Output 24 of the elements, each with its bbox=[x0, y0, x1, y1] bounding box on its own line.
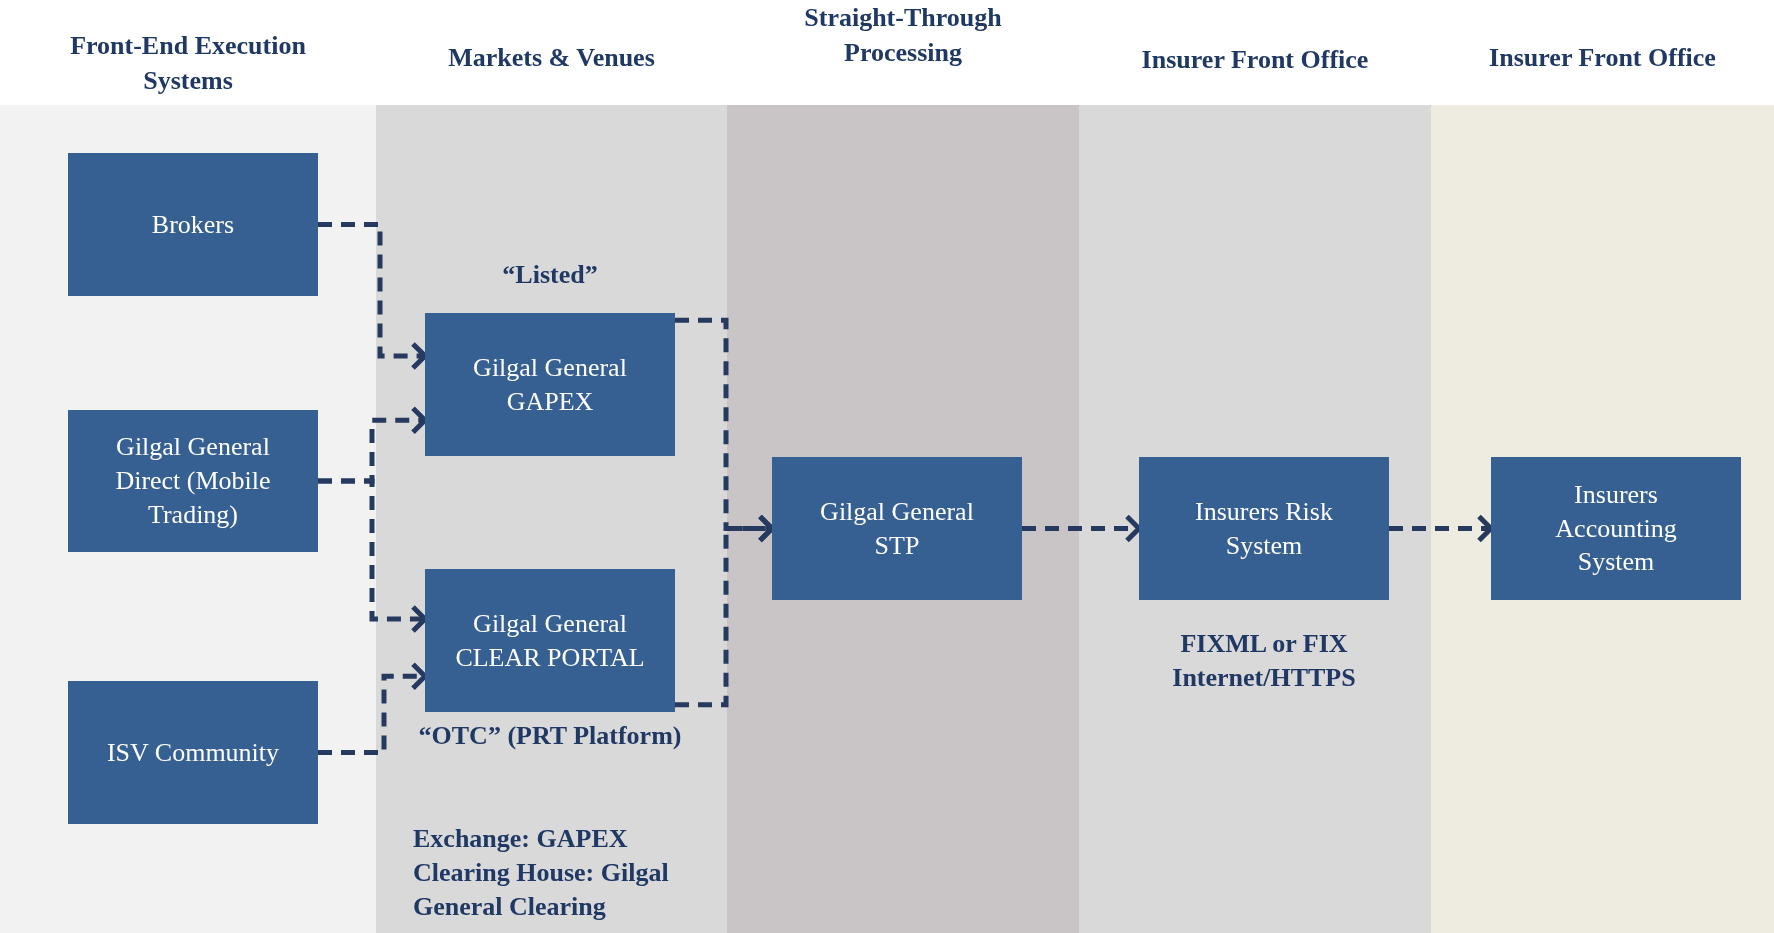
process-box: Gilgal General GAPEX bbox=[425, 313, 675, 456]
process-box: Gilgal General STP bbox=[772, 457, 1022, 600]
lane-heading: Insurer Front Office bbox=[1488, 42, 1717, 74]
note-text: Clearing House: Gilgal General Clearing bbox=[413, 857, 670, 923]
dashed-arrow bbox=[318, 222, 428, 371]
process-box: Gilgal General CLEAR PORTAL bbox=[425, 569, 675, 712]
dashed-arrow bbox=[1389, 514, 1494, 543]
dashed-arrow bbox=[1022, 514, 1142, 543]
lane-heading: Insurer Front Office bbox=[1140, 44, 1370, 76]
box-caption: FIXML or FIX Internet/HTTPS bbox=[1171, 628, 1357, 694]
process-box: Insurers Risk System bbox=[1139, 457, 1389, 600]
lane-heading: Straight-Through Processing bbox=[803, 2, 1003, 70]
lane-heading: Markets & Venues bbox=[447, 42, 656, 74]
process-box: Insurers Accounting System bbox=[1491, 457, 1741, 600]
process-box: ISV Community bbox=[68, 681, 318, 824]
note-text: Exchange: GAPEX bbox=[413, 823, 629, 855]
dashed-arrow bbox=[318, 478, 428, 634]
box-caption: “OTC” (PRT Platform) bbox=[417, 720, 683, 752]
lane-heading: Front-End Execution Systems bbox=[69, 30, 307, 98]
process-box: Gilgal General Direct (Mobile Trading) bbox=[68, 410, 318, 552]
dashed-arrow bbox=[675, 514, 775, 708]
process-box: Brokers bbox=[68, 153, 318, 296]
dashed-arrow bbox=[318, 661, 428, 755]
box-caption: “Listed” bbox=[501, 259, 599, 291]
